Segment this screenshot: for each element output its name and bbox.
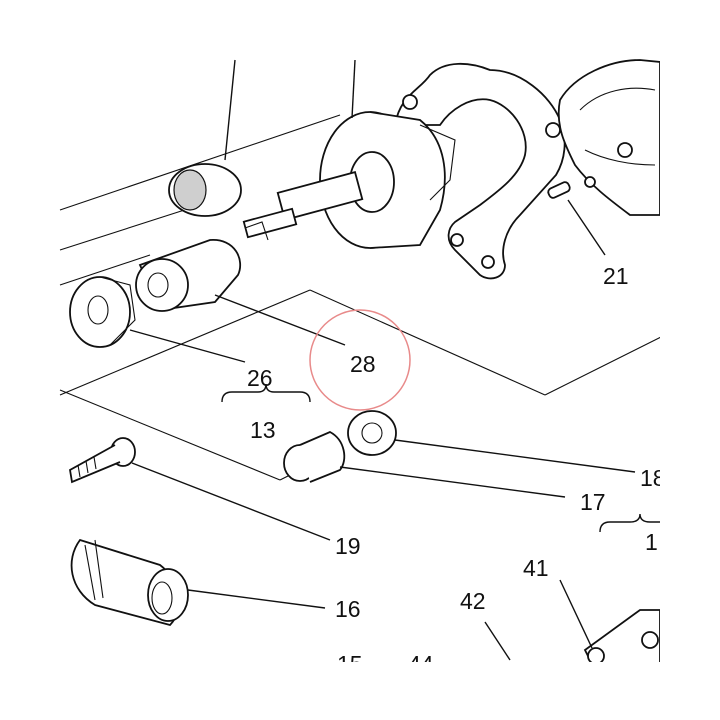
right-crop-mask (660, 0, 720, 720)
callout-13: 13 (250, 417, 276, 443)
guide-lines (59, 114, 666, 481)
bottom-crop-mask (0, 662, 720, 720)
callout-26: 26 (247, 365, 273, 391)
pump-housing (393, 62, 566, 280)
seal-housing (135, 239, 242, 312)
engine-block (557, 59, 661, 216)
spacer-sleeve (283, 431, 346, 483)
callout-21: 21 (603, 263, 629, 289)
seal-washer (347, 410, 397, 456)
callout-28: 28 (350, 351, 376, 377)
highlight-circle (309, 309, 411, 411)
callout-19: 19 (335, 533, 361, 559)
pipe-fitting (70, 538, 189, 627)
callout-17: 17 (580, 489, 606, 515)
callout-42: 42 (460, 588, 486, 614)
callout-41: 41 (523, 555, 549, 581)
callout-1x: 1 (645, 529, 658, 555)
seal-ring (69, 276, 136, 348)
callout-16: 16 (335, 596, 361, 622)
bearing-ring (168, 163, 242, 217)
impeller-shaft (242, 111, 456, 249)
dowel-pin (547, 181, 571, 199)
leader-lines (129, 59, 660, 661)
bolt (69, 437, 136, 484)
